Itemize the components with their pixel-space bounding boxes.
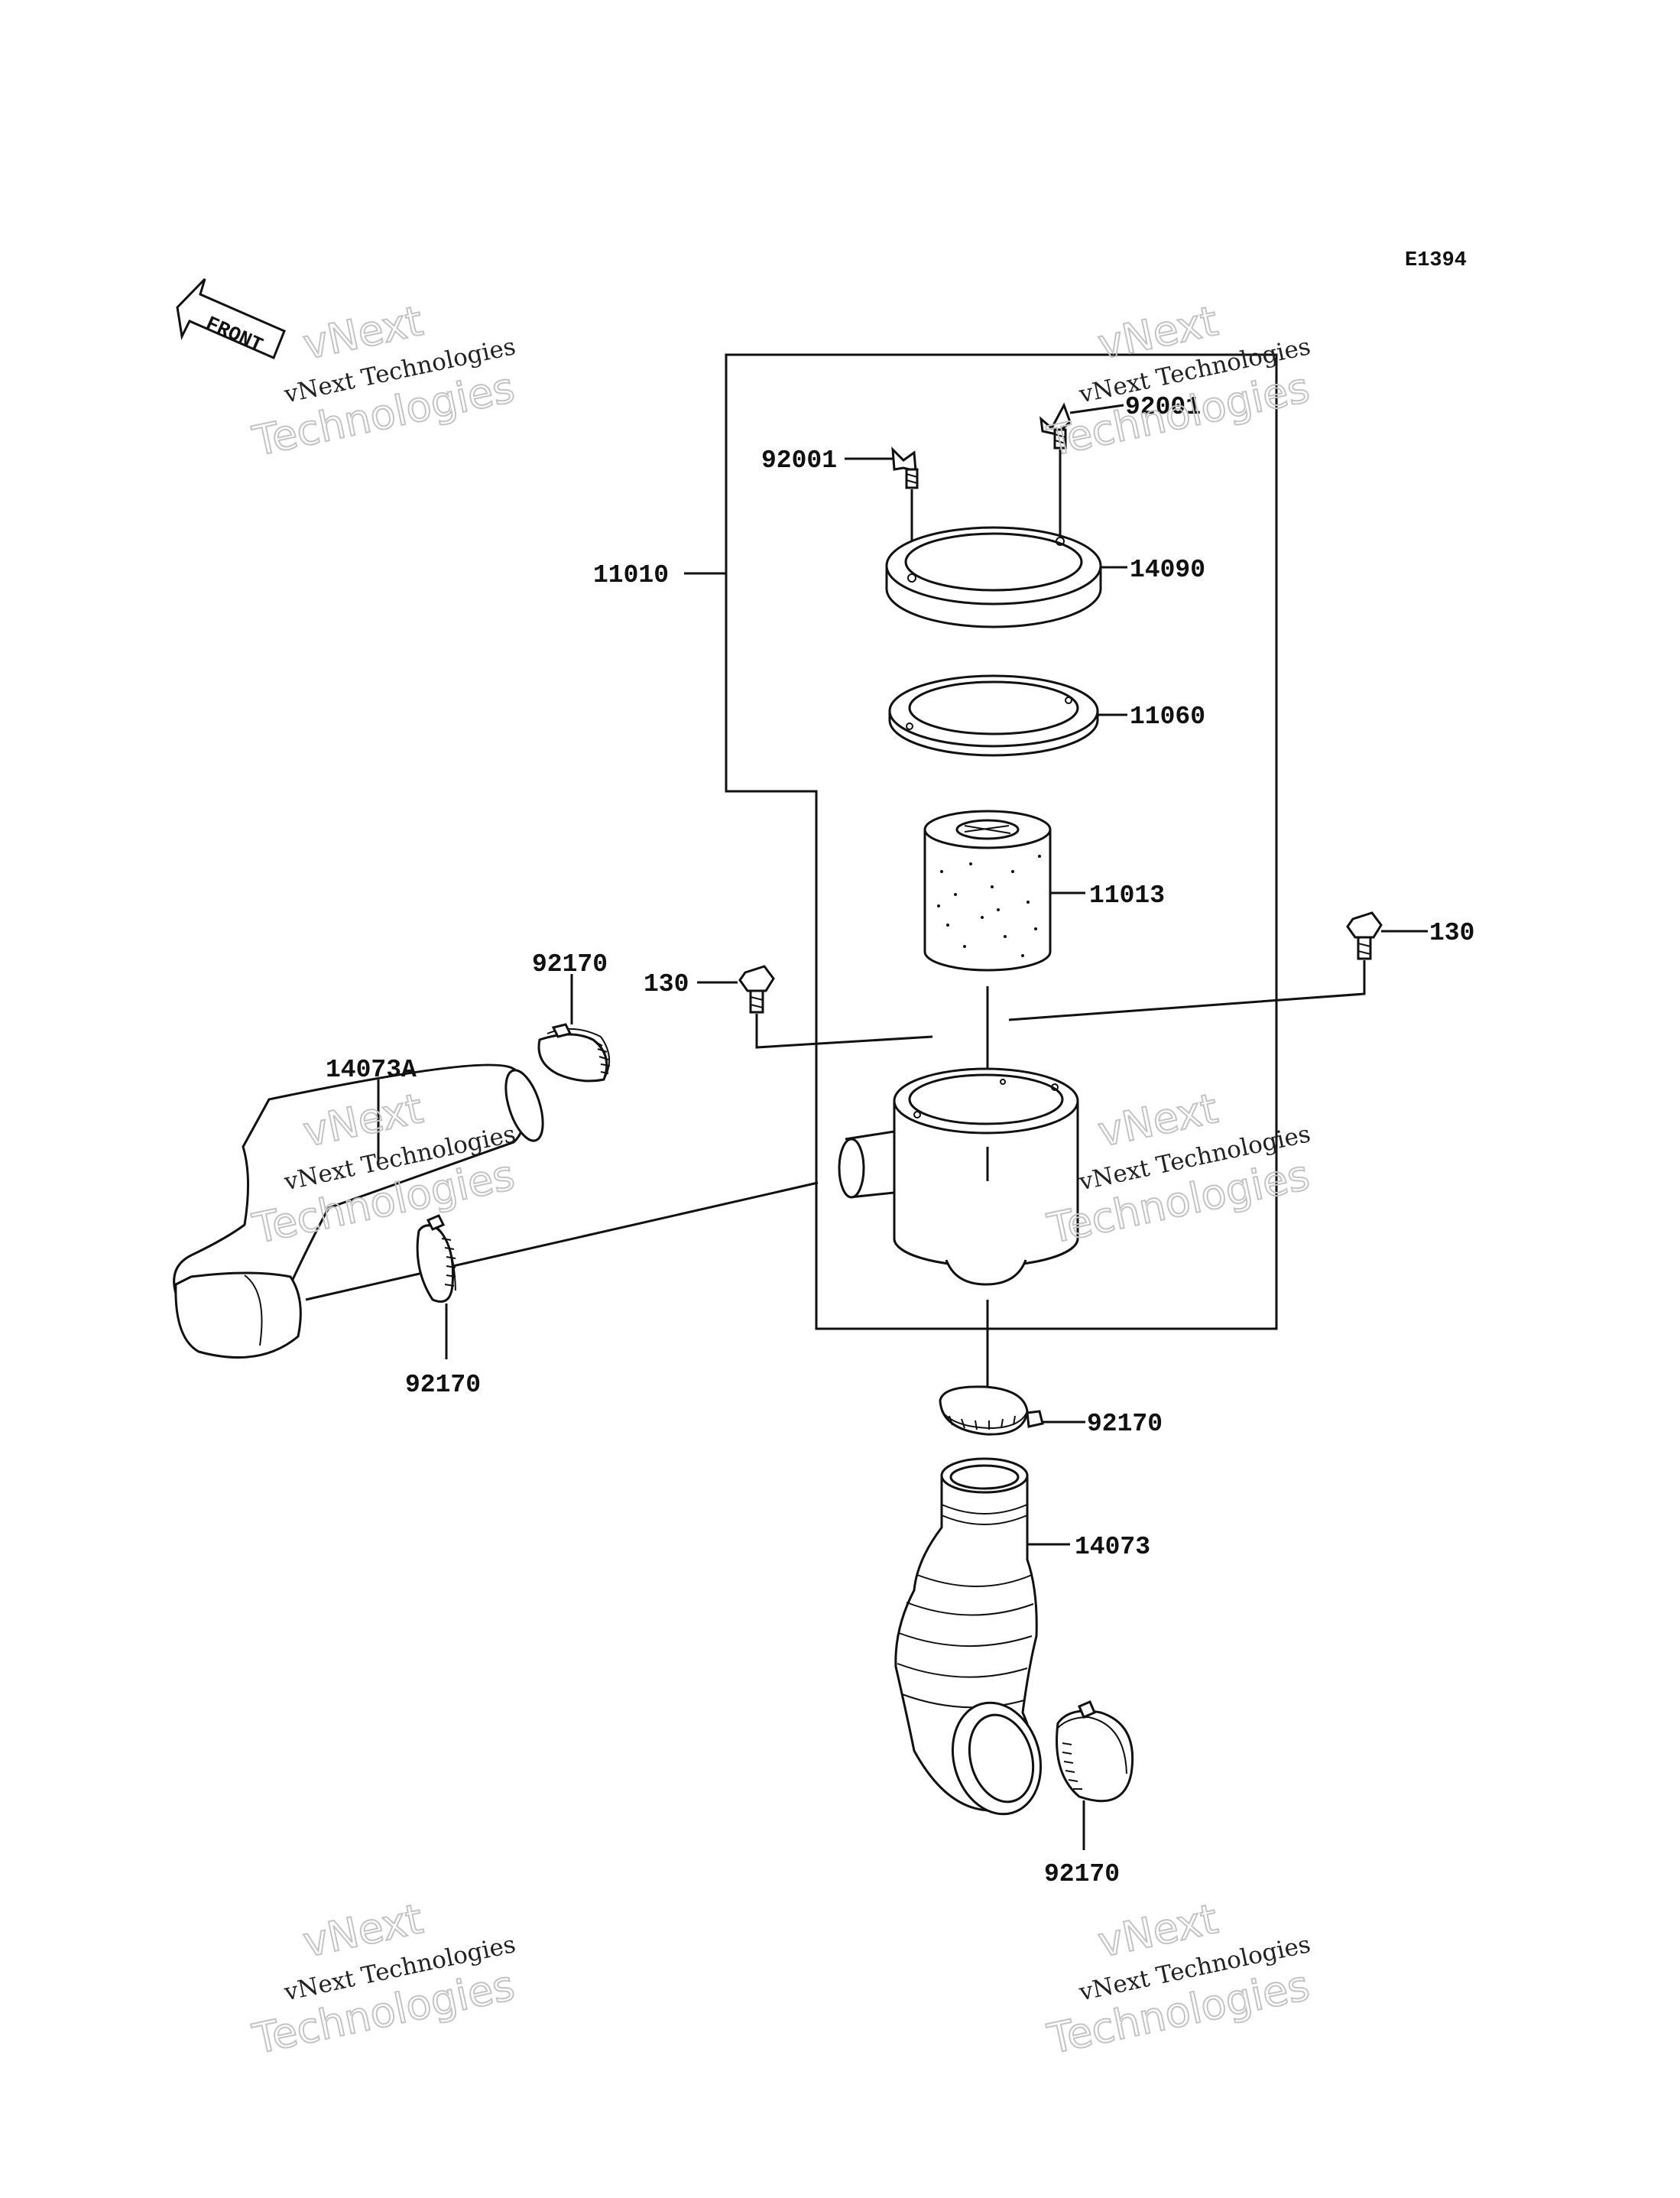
label-92170-top: 92170	[532, 950, 608, 979]
hose-clamp-bottom	[1056, 1700, 1134, 1803]
label-14090: 14090	[1130, 556, 1205, 584]
label-11060: 11060	[1130, 703, 1205, 731]
watermark-top-right: vNext vNext Technologies Technologies	[1043, 296, 1314, 466]
inlet-duct-14073a	[173, 1063, 544, 1359]
watermark-bottom-right: vNext vNext Technologies Technologies	[1043, 1894, 1314, 2064]
label-130-right: 130	[1429, 919, 1474, 947]
assembly-bracket-11010	[684, 353, 1278, 1330]
bolt-130-right	[1008, 911, 1383, 1021]
label-11010: 11010	[593, 561, 669, 589]
label-92001-right: 92001	[1125, 393, 1201, 421]
label-130-left: 130	[644, 970, 689, 998]
air-cleaner-housing	[838, 1067, 1079, 1286]
label-14073: 14073	[1075, 1533, 1150, 1561]
diagram-code: E1394	[1405, 249, 1467, 272]
hose-clamp-middle	[939, 1385, 1044, 1436]
label-92170-bottom: 92170	[1044, 1860, 1120, 1888]
wing-bolt-right	[1039, 402, 1072, 539]
bolt-130-left	[738, 965, 933, 1049]
hose-clamp-top	[537, 1023, 611, 1083]
hose-clamp-left	[416, 1214, 456, 1303]
label-92170-left: 92170	[405, 1371, 481, 1399]
gasket-11060	[888, 674, 1099, 757]
watermark-top-left: vNext vNext Technologies Technologies	[248, 296, 519, 466]
watermark-bottom-left: vNext vNext Technologies Technologies	[248, 1894, 519, 2064]
intake-duct-14073	[894, 1457, 1043, 1816]
label-14073a: 14073A	[326, 1056, 417, 1084]
front-arrow-icon: FRONT	[176, 278, 286, 359]
filter-element-11013	[923, 810, 1052, 972]
label-92170-mid: 92170	[1087, 1410, 1163, 1438]
label-11013: 11013	[1089, 881, 1165, 910]
leader-duct-to-housing	[305, 1181, 819, 1301]
cover-14090	[885, 526, 1102, 628]
label-92001-left: 92001	[761, 446, 837, 475]
